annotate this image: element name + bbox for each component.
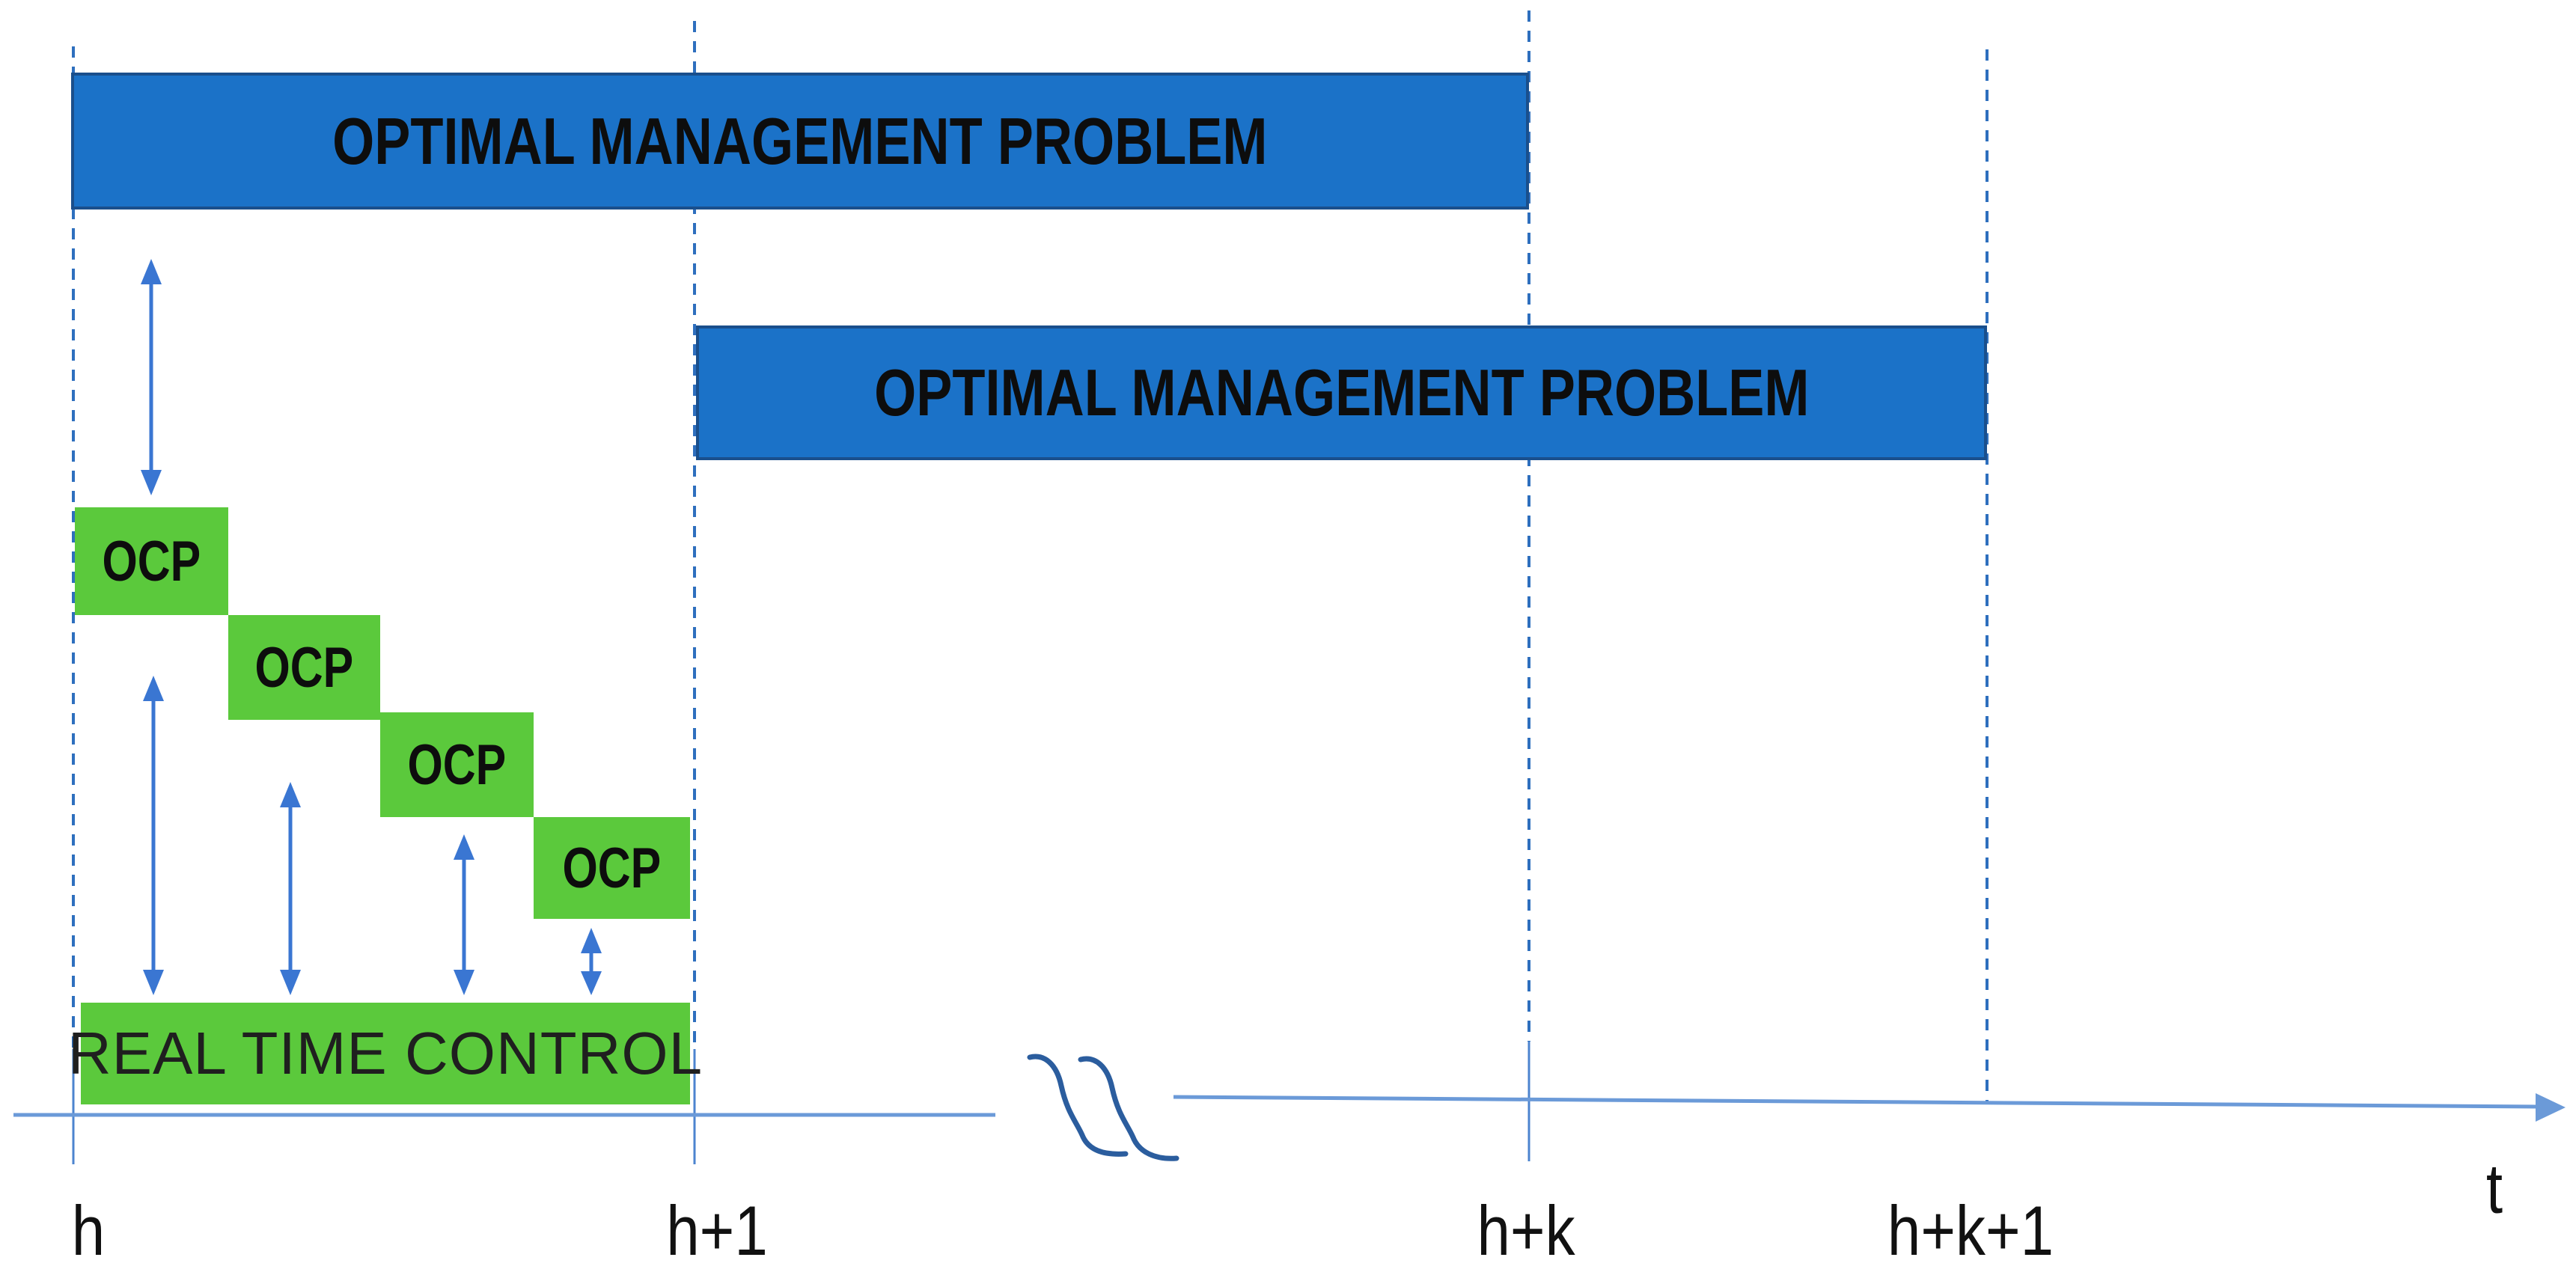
axis-label-hk: h+k [1477,1191,1575,1270]
axis-ticks [72,1042,1530,1164]
double-arrow-icon-4 [581,928,602,995]
optimal-management-problem-bar-1: OPTIMAL MANAGEMENT PROBLEM [71,73,1529,210]
coupling-arrows [141,259,602,995]
optimal-management-problem-label-1: OPTIMAL MANAGEMENT PROBLEM [332,103,1268,178]
ocp-label-4: OCP [562,836,662,900]
double-arrow-icon-3 [454,834,474,995]
axis-label-t: t [2485,1149,2503,1228]
double-arrow-icon-1 [143,676,164,995]
axis-segment-right [1173,1095,2539,1109]
axis-right-arrowhead-icon [2536,1093,2566,1122]
break-squiggle-1 [1027,1054,1129,1157]
ocp-label-3: OCP [407,733,507,797]
axis-label-hk1: h+k+1 [1887,1191,2054,1270]
ocp-box-2: OCP [228,615,380,720]
real-time-control-label: REAL TIME CONTROL [67,1020,703,1086]
double-arrow-icon-top [141,259,162,495]
double-arrow-icon-2 [280,782,301,995]
optimal-management-problem-label-2: OPTIMAL MANAGEMENT PROBLEM [873,355,1810,429]
ocp-box-4: OCP [534,817,690,919]
ocp-label-1: OCP [102,529,201,593]
time-axis [13,1093,2566,1122]
ocp-label-2: OCP [254,635,354,700]
ocp-box-3: OCP [380,712,534,817]
real-time-control-bar: REAL TIME CONTROL [68,1003,702,1104]
axis-label-h1: h+1 [666,1191,768,1270]
optimal-management-problem-bar-2: OPTIMAL MANAGEMENT PROBLEM [696,325,1987,460]
break-squiggle-2 [1078,1056,1179,1161]
axis-break-icon [1027,1054,1179,1161]
ocp-box-1: OCP [75,507,228,615]
axis-label-h: h [71,1191,106,1270]
